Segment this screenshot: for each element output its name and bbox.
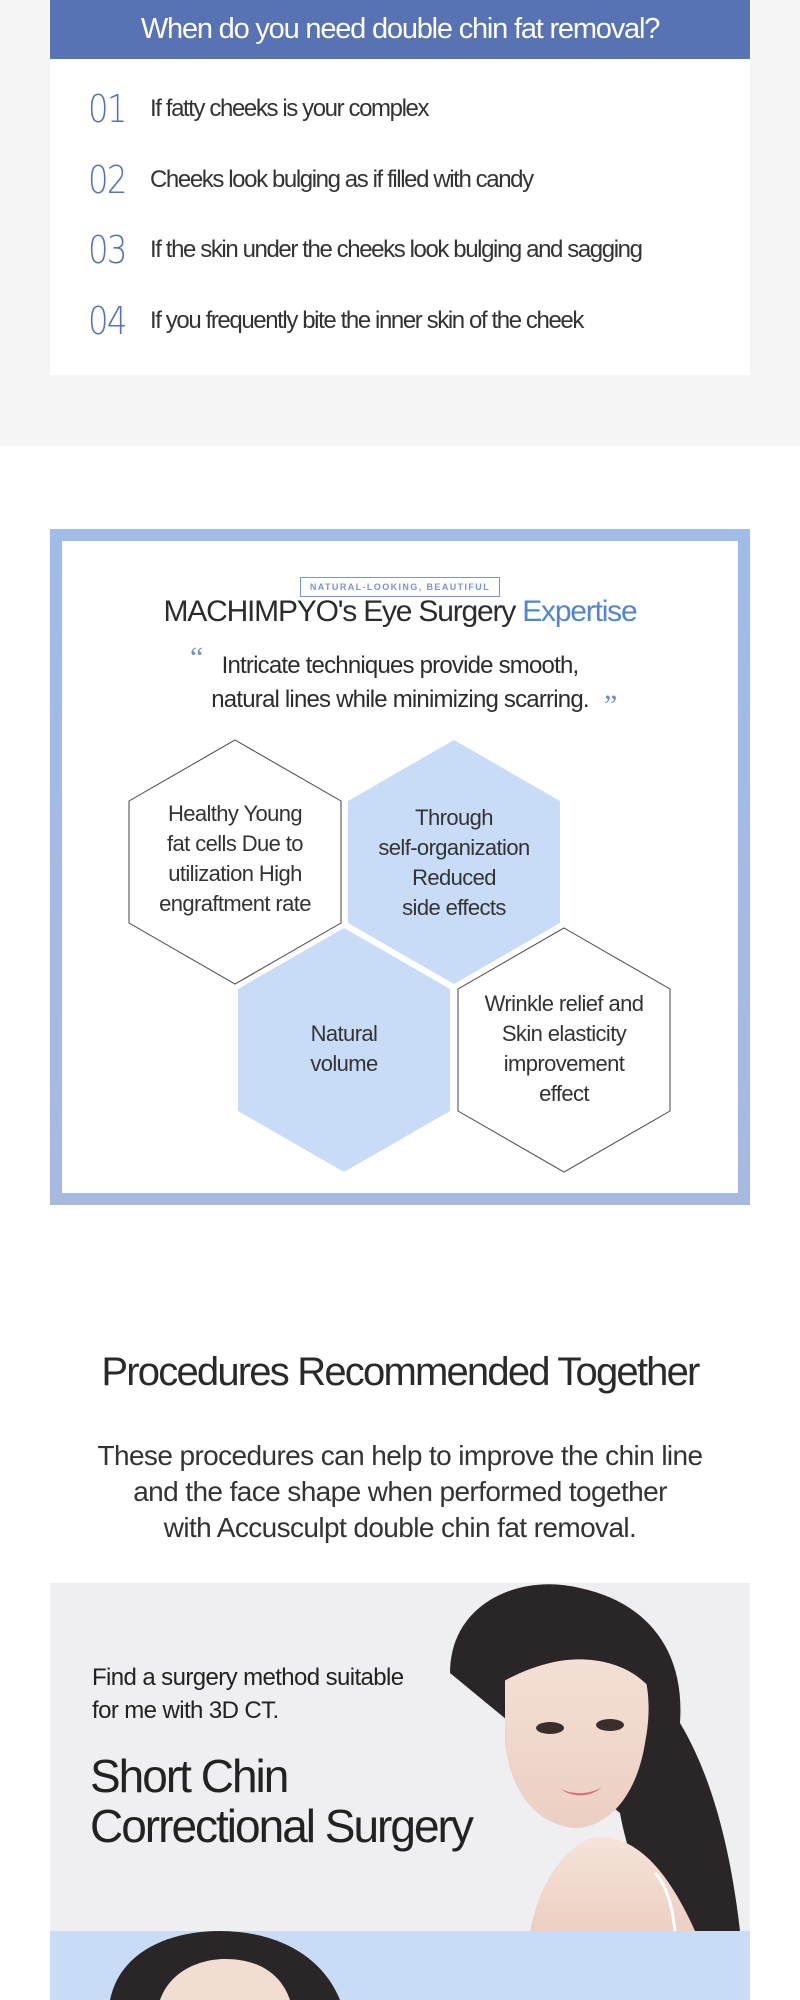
next-procedure-card[interactable] — [50, 1931, 750, 2000]
recommended-description-line: and the face shape when performed togeth… — [133, 1476, 667, 1507]
quote-open-icon: “ — [190, 641, 204, 674]
list-item-number: 01 — [88, 87, 127, 131]
need-list-card: 01 If fatty cheeks is your complex 02 Ch… — [50, 59, 750, 375]
promo-title: Short Chin Correctional Surgery — [90, 1750, 474, 1852]
hexagon-label-line: Healthy Young — [167, 801, 303, 826]
promo-subtitle: Find a surgery method suitable for me wi… — [92, 1661, 404, 1727]
list-item-text: If fatty cheeks is your complex — [150, 95, 429, 122]
hexagon-label-line: utilization High — [168, 861, 302, 886]
list-item-text: If you frequently bite the inner skin of… — [150, 307, 584, 334]
hexagon-label-line: engraftment rate — [159, 891, 311, 916]
expertise-panel: NATURAL-LOOKING, BEAUTIFUL MACHIMPYO's E… — [62, 541, 738, 1193]
hexagon-healthy-fat — [128, 739, 342, 985]
hexagon-cluster — [128, 739, 671, 1173]
tagline-badge: NATURAL-LOOKING, BEAUTIFUL — [300, 577, 500, 597]
hexagon-label: Natural volume — [249, 1019, 439, 1079]
list-item: 04 If you frequently bite the inner skin… — [88, 291, 584, 351]
hexagon-label-line: Reduced — [412, 865, 496, 890]
hexagon-wrinkle-relief — [457, 927, 671, 1173]
list-item: 03 If the skin under the cheeks look bul… — [88, 220, 643, 280]
expertise-quote-line: natural lines while minimizing scarring. — [211, 686, 589, 713]
hexagon-label-line: Through — [415, 805, 493, 830]
hexagon-label: Through self-organization Reduced side e… — [359, 803, 549, 923]
quote-close-icon: ” — [604, 689, 618, 722]
list-item: 01 If fatty cheeks is your complex — [88, 79, 429, 139]
hexagon-label-line: Natural — [310, 1021, 378, 1046]
recommended-description-line: These procedures can help to improve the… — [97, 1440, 703, 1471]
expertise-title-highlight: Expertise — [522, 595, 637, 628]
need-section-title: When do you need double chin fat removal… — [50, 0, 750, 59]
hexagon-natural-volume — [238, 928, 450, 1172]
list-item-text: Cheeks look bulging as if filled with ca… — [150, 166, 534, 193]
expertise-title-main: MACHIMPYO's Eye Surgery — [163, 595, 523, 628]
recommended-description: These procedures can help to improve the… — [60, 1438, 740, 1546]
hexagon-label-line: volume — [310, 1051, 378, 1076]
expertise-quote-line: Intricate techniques provide smooth, — [221, 652, 580, 679]
list-item-number: 04 — [88, 299, 127, 343]
list-item: 02 Cheeks look bulging as if filled with… — [88, 150, 534, 210]
list-item-number: 02 — [88, 158, 127, 202]
hexagon-label: Healthy Young fat cells Due to utilizati… — [140, 799, 330, 919]
second-model-portrait-image — [110, 1931, 340, 2000]
recommended-title: Procedures Recommended Together — [101, 1350, 700, 1394]
hexagon-label-line: Wrinkle relief and — [484, 991, 644, 1016]
promo-subtitle-line: for me with 3D CT. — [92, 1697, 279, 1724]
model-portrait-image — [450, 1584, 740, 1931]
recommended-description-line: with Accusculpt double chin fat removal. — [163, 1512, 637, 1543]
need-section: When do you need double chin fat removal… — [0, 0, 800, 446]
list-item-text: If the skin under the cheeks look bulgin… — [150, 236, 643, 263]
hexagon-label-line: fat cells Due to — [167, 831, 304, 856]
hexagon-label-line: improvement — [503, 1051, 625, 1076]
promo-title-line: Short Chin — [90, 1750, 289, 1802]
expertise-frame: NATURAL-LOOKING, BEAUTIFUL MACHIMPYO's E… — [50, 529, 750, 1205]
expertise-title: MACHIMPYO's Eye Surgery Expertise — [62, 595, 738, 629]
hexagon-label-line: effect — [539, 1081, 589, 1106]
hexagon-self-organization — [348, 740, 560, 984]
hexagon-label-line: self-organization — [378, 835, 530, 860]
hexagon-label-line: side effects — [402, 895, 506, 920]
list-item-number: 03 — [88, 228, 127, 272]
short-chin-promo-card[interactable]: Find a surgery method suitable for me wi… — [50, 1583, 750, 1931]
hexagon-label: Wrinkle relief and Skin elasticity impro… — [469, 989, 659, 1109]
hexagon-label-line: Skin elasticity — [501, 1021, 627, 1046]
expertise-quote: Intricate techniques provide smooth, nat… — [142, 649, 658, 717]
promo-subtitle-line: Find a surgery method suitable — [92, 1664, 404, 1691]
promo-title-line: Correctional Surgery — [90, 1800, 474, 1852]
